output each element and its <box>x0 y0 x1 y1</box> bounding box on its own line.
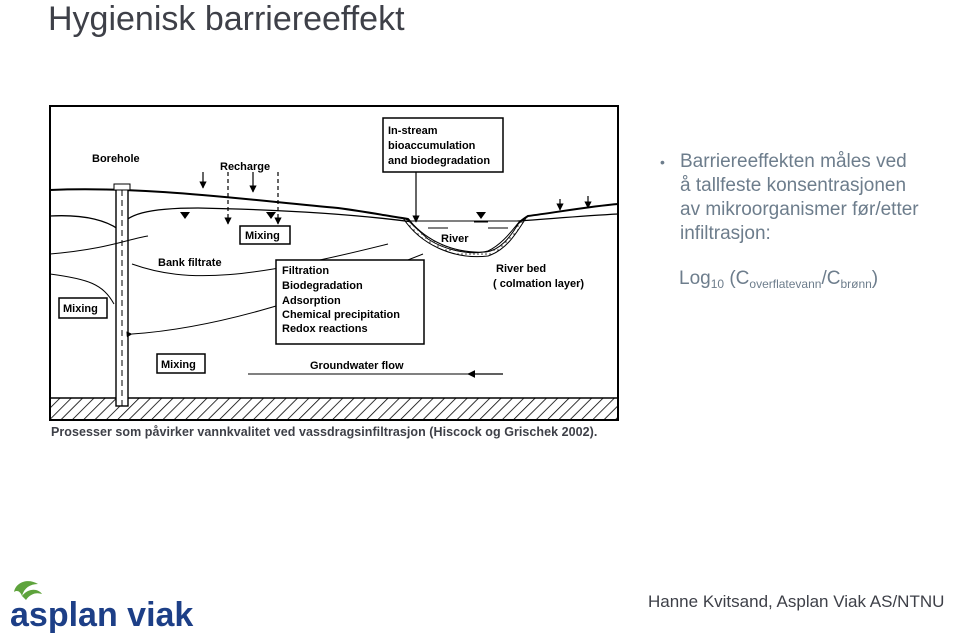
author-footer: Hanne Kvitsand, Asplan Viak AS/NTNU <box>648 592 945 611</box>
instream-box <box>382 117 504 173</box>
bullet-item: • Barriereeffekten måles ved å tallfeste… <box>660 150 960 246</box>
groundwater-flow-label: Groundwater flow <box>310 360 404 372</box>
water-table-marker <box>180 212 190 219</box>
formula: Log10 (Coverflatevann/Cbrønn) <box>679 268 878 291</box>
mixing-top-label: Mixing <box>245 230 280 242</box>
river-bed-label-2: ( colmation layer) <box>493 278 584 290</box>
river-bed-label-1: River bed <box>496 263 546 275</box>
formula-open: (C <box>724 268 750 289</box>
processes-box <box>275 259 425 345</box>
asplan-viak-logo: asplan viak <box>4 578 204 634</box>
mixing-left-box <box>58 297 108 319</box>
river-label: River <box>441 233 469 245</box>
bullet-list: • Barriereeffekten måles ved å tallfeste… <box>660 150 960 246</box>
borehole-label: Borehole <box>92 153 140 165</box>
instream-line-2: bioaccumulation <box>388 140 476 152</box>
process-5: Redox reactions <box>282 323 368 335</box>
formula-sub-surface: overflatevann <box>749 277 822 291</box>
logo-text: asplan viak <box>10 596 193 634</box>
logo-leaf-icon <box>14 581 38 596</box>
mixing-left-label: Mixing <box>63 303 98 315</box>
bullet-dot-icon: • <box>660 154 665 170</box>
bank-filtrate-label: Bank filtrate <box>158 257 222 269</box>
formula-close: ) <box>871 268 879 289</box>
river-bed-layer <box>401 216 528 258</box>
process-2: Biodegradation <box>282 280 363 292</box>
mixing-top-box <box>239 225 291 245</box>
figure-caption: Prosesser som påvirker vannkvalitet ved … <box>51 425 598 439</box>
process-4: Chemical precipitation <box>282 309 400 321</box>
formula-log: Log <box>679 268 711 289</box>
water-table-marker <box>266 212 276 219</box>
formula-slash: /C <box>821 268 841 289</box>
water-table-marker <box>476 212 486 219</box>
recharge-label: Recharge <box>220 161 270 173</box>
formula-log-base: 10 <box>710 277 725 291</box>
process-3: Adsorption <box>282 295 341 307</box>
river-infiltration-diagram: Borehole Recharge In-stream bioaccumulat… <box>48 104 620 422</box>
instream-line-1: In-stream <box>388 125 438 137</box>
formula-sub-well: brønn <box>840 277 872 291</box>
mixing-bottom-box <box>156 353 206 374</box>
process-1: Filtration <box>282 265 329 277</box>
bullet-text: Barriereeffekten måles ved å tallfeste k… <box>680 151 919 244</box>
mixing-bottom-label: Mixing <box>161 359 196 371</box>
slide-title: Hygienisk barriereeffekt <box>48 0 405 38</box>
bedrock-hatch <box>50 398 618 420</box>
instream-line-3: and biodegradation <box>388 155 490 167</box>
